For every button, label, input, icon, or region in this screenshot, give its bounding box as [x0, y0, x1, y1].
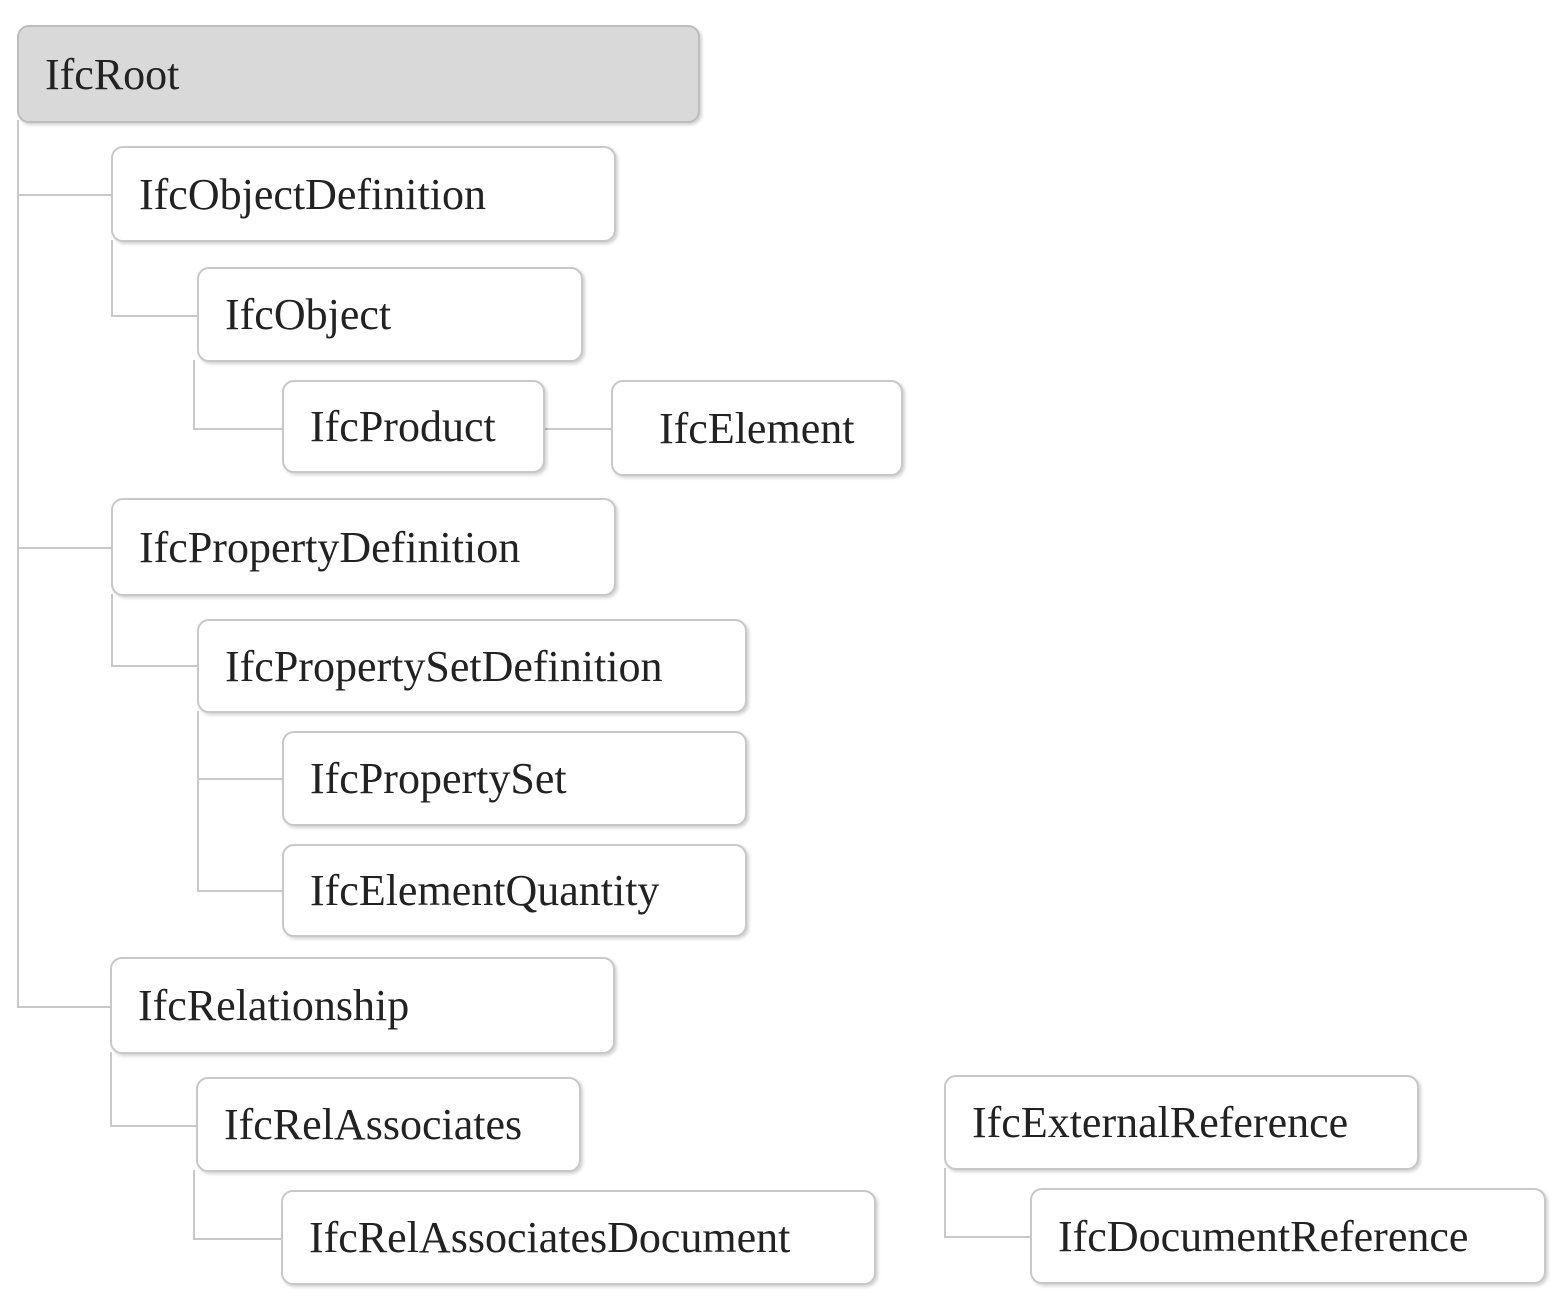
connector-property-definition-trunk — [111, 594, 113, 667]
node-ifc-root: IfcRoot — [17, 25, 700, 123]
node-ifc-document-reference: IfcDocumentReference — [1030, 1188, 1546, 1284]
node-ifc-object-definition: IfcObjectDefinition — [111, 146, 616, 242]
connector-object-definition-trunk — [111, 240, 113, 317]
node-ifc-property-definition: IfcPropertyDefinition — [111, 498, 616, 596]
connector-product-element — [544, 428, 611, 430]
connector-property-definition-set-definition — [111, 665, 197, 667]
connector-rel-associates-document — [193, 1238, 281, 1240]
node-ifc-product: IfcProduct — [282, 380, 545, 473]
connector-external-document-reference — [944, 1236, 1030, 1238]
node-ifc-external-reference: IfcExternalReference — [944, 1075, 1419, 1170]
node-ifc-element: IfcElement — [611, 380, 903, 476]
connector-root-property-definition — [17, 547, 111, 549]
node-ifc-object: IfcObject — [197, 267, 583, 362]
connector-set-definition-element-quantity — [197, 890, 282, 892]
connector-object-trunk — [193, 360, 195, 430]
node-ifc-rel-associates: IfcRelAssociates — [196, 1077, 581, 1172]
node-ifc-property-set-definition: IfcPropertySetDefinition — [197, 619, 747, 713]
connector-external-reference-trunk — [944, 1168, 946, 1238]
connector-object-definition-object — [111, 315, 197, 317]
node-ifc-property-set: IfcPropertySet — [282, 731, 747, 826]
connector-root-trunk — [17, 120, 19, 1008]
connector-property-set-definition-trunk — [197, 711, 199, 892]
node-ifc-element-quantity: IfcElementQuantity — [282, 844, 747, 937]
connector-root-relationship — [17, 1006, 110, 1008]
connector-relationship-trunk — [110, 1052, 112, 1127]
connector-relationship-rel-associates — [110, 1125, 196, 1127]
node-ifc-relationship: IfcRelationship — [110, 957, 615, 1054]
connector-object-product — [193, 428, 282, 430]
connector-set-definition-property-set — [197, 778, 282, 780]
node-ifc-rel-associates-document: IfcRelAssociatesDocument — [281, 1190, 876, 1285]
connector-rel-associates-trunk — [193, 1170, 195, 1240]
connector-root-object-definition — [17, 194, 111, 196]
